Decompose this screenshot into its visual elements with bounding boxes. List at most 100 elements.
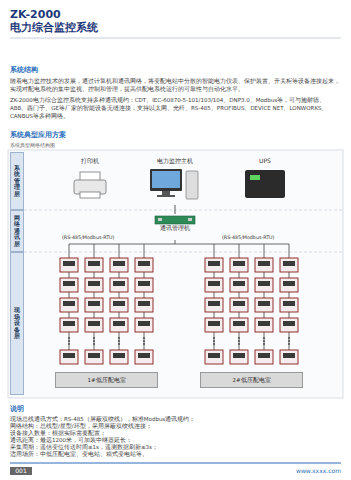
ellipsis-dot — [68, 340, 70, 342]
meter-icon — [205, 278, 223, 292]
meter-icon — [255, 278, 273, 292]
ellipsis-dot — [118, 337, 120, 339]
room-box: 2#低压配电室 — [200, 372, 303, 388]
ellipsis-dot — [288, 337, 290, 339]
meter-icon — [205, 258, 223, 272]
diagram-frame — [8, 150, 343, 398]
meter-icon — [205, 350, 223, 364]
meter-icon — [110, 318, 128, 332]
bus-label: (RS-485/Modbus-RTU) — [62, 235, 132, 241]
meter-icon — [60, 350, 78, 364]
meter-icon — [85, 278, 103, 292]
device-block: UPS — [235, 157, 295, 205]
converter-block: 通讯管理机 — [140, 214, 210, 240]
meter-icon — [60, 258, 78, 272]
section-heading: 系统结构 — [10, 66, 210, 75]
note-line: 适用场所：中低压配电室、变电站、箱式变电站等。 — [10, 451, 341, 458]
meter-icon — [110, 298, 128, 312]
meter-icon — [205, 298, 223, 312]
section-heading: 说明 — [10, 405, 210, 414]
ellipsis-dot — [118, 340, 120, 342]
ellipsis-dot — [238, 337, 240, 339]
ellipsis-dot — [263, 340, 265, 342]
meter-icon — [110, 258, 128, 272]
layer-divider — [24, 252, 343, 253]
header-rule — [10, 38, 341, 39]
meter-grid — [60, 258, 298, 364]
meter-icon — [230, 350, 248, 364]
paragraph-text: 随着电力监控技术的发展，通过计算机和通讯网络，将变配电站中分散的智能电力仪表、保… — [10, 77, 341, 93]
meter-icon — [60, 298, 78, 312]
node-label: 2#低压配电室 — [232, 377, 270, 384]
ellipsis-dot — [213, 343, 215, 345]
computer-icon — [150, 169, 198, 199]
note-line: 网络结构：总线型/星型/环型，采用屏蔽双绞线连接； — [10, 423, 341, 430]
ellipsis-dot — [93, 340, 95, 342]
ellipsis-dot — [263, 337, 265, 339]
meter-icon — [255, 350, 273, 364]
meter-icon — [85, 258, 103, 272]
device-block: 电力监控主机 — [140, 157, 210, 205]
node-label: 系统管理层 — [14, 165, 20, 198]
meter-icon — [255, 298, 273, 312]
paragraph-text: ZK-2000电力综合监控系统支持多种通讯规约：CDT、IEC-60870-5-… — [10, 96, 341, 120]
device-block: 打印机 — [60, 157, 120, 205]
meter-icon — [230, 278, 248, 292]
meter-icon — [230, 298, 248, 312]
ellipsis-dot — [213, 337, 215, 339]
meter-icon — [135, 258, 153, 272]
ellipsis-dot — [263, 343, 265, 345]
layer-divider — [24, 210, 343, 211]
section-heading: 系统典型应用方案 — [10, 131, 210, 140]
ellipsis-dot — [118, 343, 120, 345]
layer-band: 现场设备层 — [10, 252, 24, 395]
ellipsis-dot — [288, 343, 290, 345]
note-line: 设备接入数量：根据实际需要配置； — [10, 430, 341, 437]
meter-icon — [205, 318, 223, 332]
meter-icon — [280, 350, 298, 364]
meter-icon — [110, 350, 128, 364]
diagram-note: 系统典型网络结构图 — [10, 142, 210, 148]
meter-icon — [85, 298, 103, 312]
node-label: 通讯管理机 — [140, 225, 210, 232]
node-label: 网络通讯层 — [14, 215, 20, 248]
ellipsis-dot — [238, 343, 240, 345]
rs485-bus — [69, 240, 289, 364]
ellipsis-dot — [288, 340, 290, 342]
meter-icon — [255, 318, 273, 332]
ellipsis-dot — [93, 337, 95, 339]
node-label: 打印机 — [60, 157, 120, 165]
meter-icon — [280, 258, 298, 272]
meter-icon — [280, 298, 298, 312]
ups-icon — [245, 170, 285, 198]
meter-icon — [255, 258, 273, 272]
printer-icon — [74, 172, 106, 198]
node-label: 1#低压配电室 — [87, 377, 125, 384]
ellipsis-dot — [143, 340, 145, 342]
converter-board-icon — [155, 216, 195, 224]
note-line: 采集周期：遥信变位传送时间≤1s，遥测数据刷新≤3s； — [10, 444, 341, 451]
ellipsis-dot — [143, 337, 145, 339]
connector-line — [175, 205, 176, 214]
meter-icon — [85, 350, 103, 364]
website-url: www.xxxx.com — [221, 467, 341, 475]
meter-icon — [280, 318, 298, 332]
meter-icon — [280, 278, 298, 292]
note-line: 通讯距离：最远1200米，可加装中继器延长； — [10, 437, 341, 444]
ellipsis-dot — [213, 340, 215, 342]
node-label: 电力监控主机 — [140, 157, 210, 165]
meter-icon — [135, 350, 153, 364]
meter-icon — [60, 318, 78, 332]
meter-icon — [135, 298, 153, 312]
node-label: UPS — [235, 157, 295, 165]
note-line: 现场总线通讯方式：RS-485（屏蔽双绞线），标准Modbus通讯规约； — [10, 416, 341, 423]
ellipsis-dot — [238, 340, 240, 342]
footer-rule — [10, 463, 341, 464]
meter-icon — [230, 318, 248, 332]
meter-icon — [110, 278, 128, 292]
ellipsis-dot — [68, 343, 70, 345]
bus-label: (RS-485/Modbus-RTU) — [222, 235, 292, 241]
layer-band: 系统管理层 — [10, 152, 24, 210]
